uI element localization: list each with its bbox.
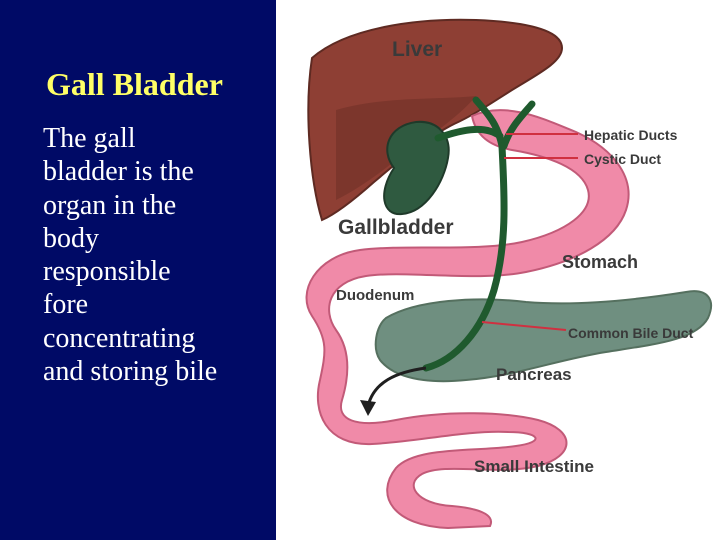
body-line: concentrating [43, 322, 196, 354]
slide-body-text: The gall bladder is the organ in the bod… [43, 122, 275, 388]
body-line: body [43, 222, 99, 254]
digestive-anatomy-diagram: Liver Hepatic Ducts Cystic Duct Gallblad… [305, 18, 713, 530]
label-leader-lines [481, 133, 578, 331]
label-stomach: Stomach [562, 252, 638, 272]
bile-flow-arrowhead [360, 400, 376, 416]
intestine [305, 109, 630, 530]
label-pancreas: Pancreas [496, 365, 572, 384]
label-duodenum: Duodenum [336, 287, 414, 304]
body-line: bladder is the [43, 156, 194, 188]
bile-flow-arrow [366, 366, 427, 407]
slide-text-panel: Gall Bladder The gall bladder is the org… [0, 0, 276, 540]
body-line: The gall [43, 123, 136, 154]
body-line: organ in the [43, 189, 177, 221]
bile-ducts [422, 96, 536, 372]
label-cystic-duct: Cystic Duct [584, 151, 661, 167]
pancreas [374, 290, 713, 383]
label-gallbladder: Gallbladder [338, 216, 454, 239]
gallbladder [383, 120, 450, 216]
body-line: and storing bile [43, 356, 218, 388]
label-common-bile-duct: Common Bile Duct [568, 325, 694, 341]
label-small-intestine: Small Intestine [474, 457, 594, 476]
body-line: responsible [43, 256, 171, 288]
label-hepatic-ducts: Hepatic Ducts [584, 127, 678, 143]
body-line: fore [43, 289, 89, 321]
label-liver: Liver [392, 38, 442, 61]
slide-title: Gall Bladder [46, 66, 223, 102]
